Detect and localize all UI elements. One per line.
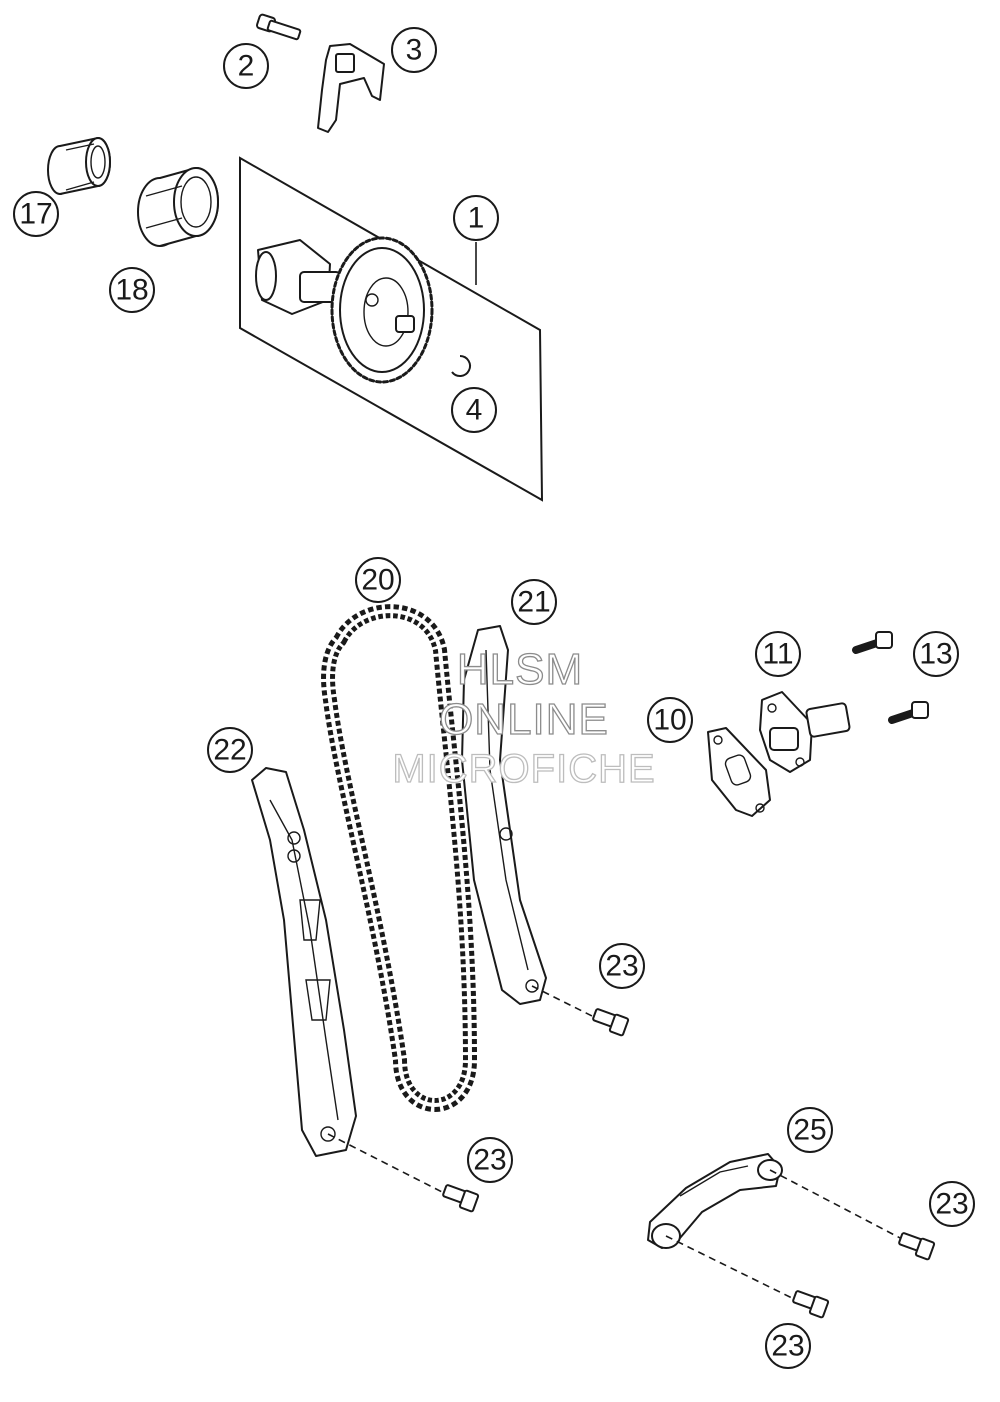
callout-20: 20 [355,557,401,603]
watermark-line-1: HLSM [457,645,583,694]
guide-rail-part-22 [251,767,357,1157]
callout-18: 18 [109,267,155,313]
callout-label-23-guide: 23 [473,1144,506,1177]
callout-label-23-upper: 23 [605,950,638,983]
callout-label-2: 2 [238,50,255,83]
locking-plate-part-3 [317,43,385,133]
timing-chain-part-20 [321,604,478,1112]
callout-23-upper: 23 [599,943,645,989]
watermark-line-3: MICROFICHE [392,747,655,791]
callout-label-25: 25 [793,1114,826,1147]
callout-22: 22 [207,727,253,773]
tensioner-rail-part-21 [461,625,547,1005]
bolt-part-2 [256,13,302,41]
callout-1: 1 [453,195,499,241]
bolt-part-23-guide [327,1133,480,1213]
chain-tensioner-part-11 [759,691,851,773]
callout-10: 10 [647,697,693,743]
callout-11: 11 [755,631,801,677]
gasket-part-10 [707,727,771,817]
callout-4: 4 [451,387,497,433]
callout-label-21: 21 [517,586,550,619]
callout-2: 2 [223,43,269,89]
callout-label-4: 4 [466,394,483,427]
camshaft-assembly-part-1 [239,156,544,502]
callout-label-20: 20 [361,564,394,597]
bolts-part-13 [852,631,929,724]
callout-23-bracket-left: 23 [765,1323,811,1369]
circlip-part-4 [451,355,471,377]
bearing-ring-part-18 [137,167,219,247]
bracket-part-25 [647,1153,783,1249]
callout-25: 25 [787,1107,833,1153]
bolt-part-23-bracket-right [769,1169,936,1261]
callout-label-18: 18 [115,274,148,307]
needle-bearing-part-17 [47,137,111,195]
callout-label-22: 22 [213,734,246,767]
watermark: HLSM ONLINE MICROFICHE [392,644,656,791]
callout-3: 3 [391,27,437,73]
callout-label-11: 11 [762,638,793,671]
bolt-part-23-upper [531,985,630,1037]
callout-17: 17 [13,191,59,237]
callout-label-13: 13 [919,638,952,671]
bolt-part-23-bracket-left [665,1235,830,1319]
callout-23-guide: 23 [467,1137,513,1183]
callout-23-bracket-right: 23 [929,1181,975,1227]
callout-label-23-bracket-left: 23 [771,1330,804,1363]
callout-label-17: 17 [19,198,52,231]
callout-label-1: 1 [468,202,485,235]
callout-label-10: 10 [653,704,686,737]
watermark-line-2: ONLINE [439,695,609,744]
callout-label-3: 3 [406,34,423,67]
callout-21: 21 [511,579,557,625]
callout-13: 13 [913,631,959,677]
callout-label-23-bracket-right: 23 [935,1188,968,1221]
